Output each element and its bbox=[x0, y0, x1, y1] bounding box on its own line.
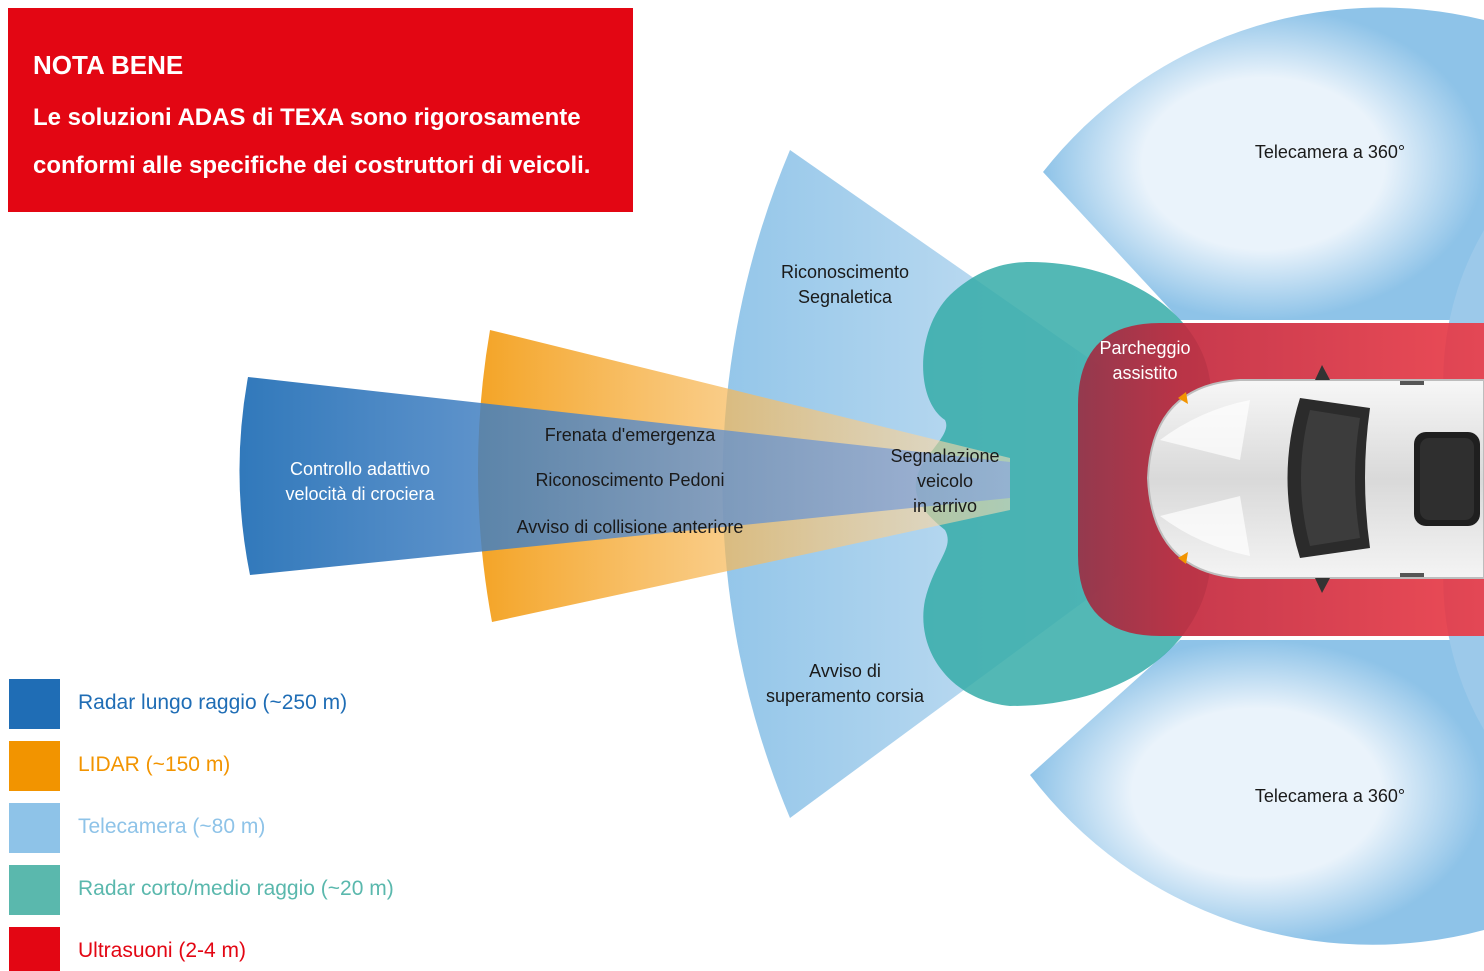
legend-label: LIDAR (~150 m) bbox=[78, 753, 231, 776]
legend-item-ultrasonic: Ultrasuoni (2-4 m) bbox=[9, 927, 609, 971]
legend-item-camera: Telecamera (~80 m) bbox=[9, 803, 609, 853]
note-box: NOTA BENE Le soluzioni ADAS di TEXA sono… bbox=[8, 8, 633, 212]
legend-item-lidar: LIDAR (~150 m) bbox=[9, 741, 609, 791]
legend-label: Radar lungo raggio (~250 m) bbox=[78, 691, 348, 714]
label-oncoming-vehicle: Segnalazione veicolo in arrivo bbox=[890, 446, 1000, 516]
legend-label: Telecamera (~80 m) bbox=[78, 815, 266, 838]
legend-item-short-range-radar: Radar corto/medio raggio (~20 m) bbox=[9, 865, 609, 915]
camera-360-bottom-zone bbox=[1030, 640, 1484, 945]
legend-swatch bbox=[9, 679, 60, 729]
label-camera-360-bottom: Telecamera a 360° bbox=[1254, 786, 1406, 806]
note-text: Le soluzioni ADAS di TEXA sono rigorosam… bbox=[33, 104, 591, 179]
legend-item-long-range-radar: Radar lungo raggio (~250 m) bbox=[9, 679, 609, 729]
label-lane-departure: Avviso di superamento corsia bbox=[765, 661, 925, 706]
label-sign-recognition: Riconoscimento Segnaletica bbox=[780, 262, 910, 307]
camera-360-top-zone bbox=[1043, 7, 1484, 320]
long-range-radar-zone bbox=[239, 377, 1010, 575]
legend-swatch bbox=[9, 865, 60, 915]
legend-swatch bbox=[9, 803, 60, 853]
label-forward-collision: Avviso di collisione anteriore bbox=[516, 517, 744, 537]
label-park-assist: Parcheggio assistito bbox=[1099, 338, 1191, 383]
legend-swatch bbox=[9, 741, 60, 791]
legend-swatch bbox=[9, 927, 60, 971]
label-camera-360-top: Telecamera a 360° bbox=[1254, 142, 1406, 162]
legend-label: Ultrasuoni (2-4 m) bbox=[78, 939, 247, 962]
car-illustration bbox=[1146, 365, 1484, 593]
legend-label: Radar corto/medio raggio (~20 m) bbox=[78, 877, 394, 900]
label-emergency-braking: Frenata d'emergenza bbox=[544, 425, 716, 445]
label-acc: Controllo adattivo velocità di crociera bbox=[285, 459, 435, 504]
note-title: NOTA BENE bbox=[33, 50, 184, 80]
label-pedestrian-recognition: Riconoscimento Pedoni bbox=[535, 470, 725, 490]
